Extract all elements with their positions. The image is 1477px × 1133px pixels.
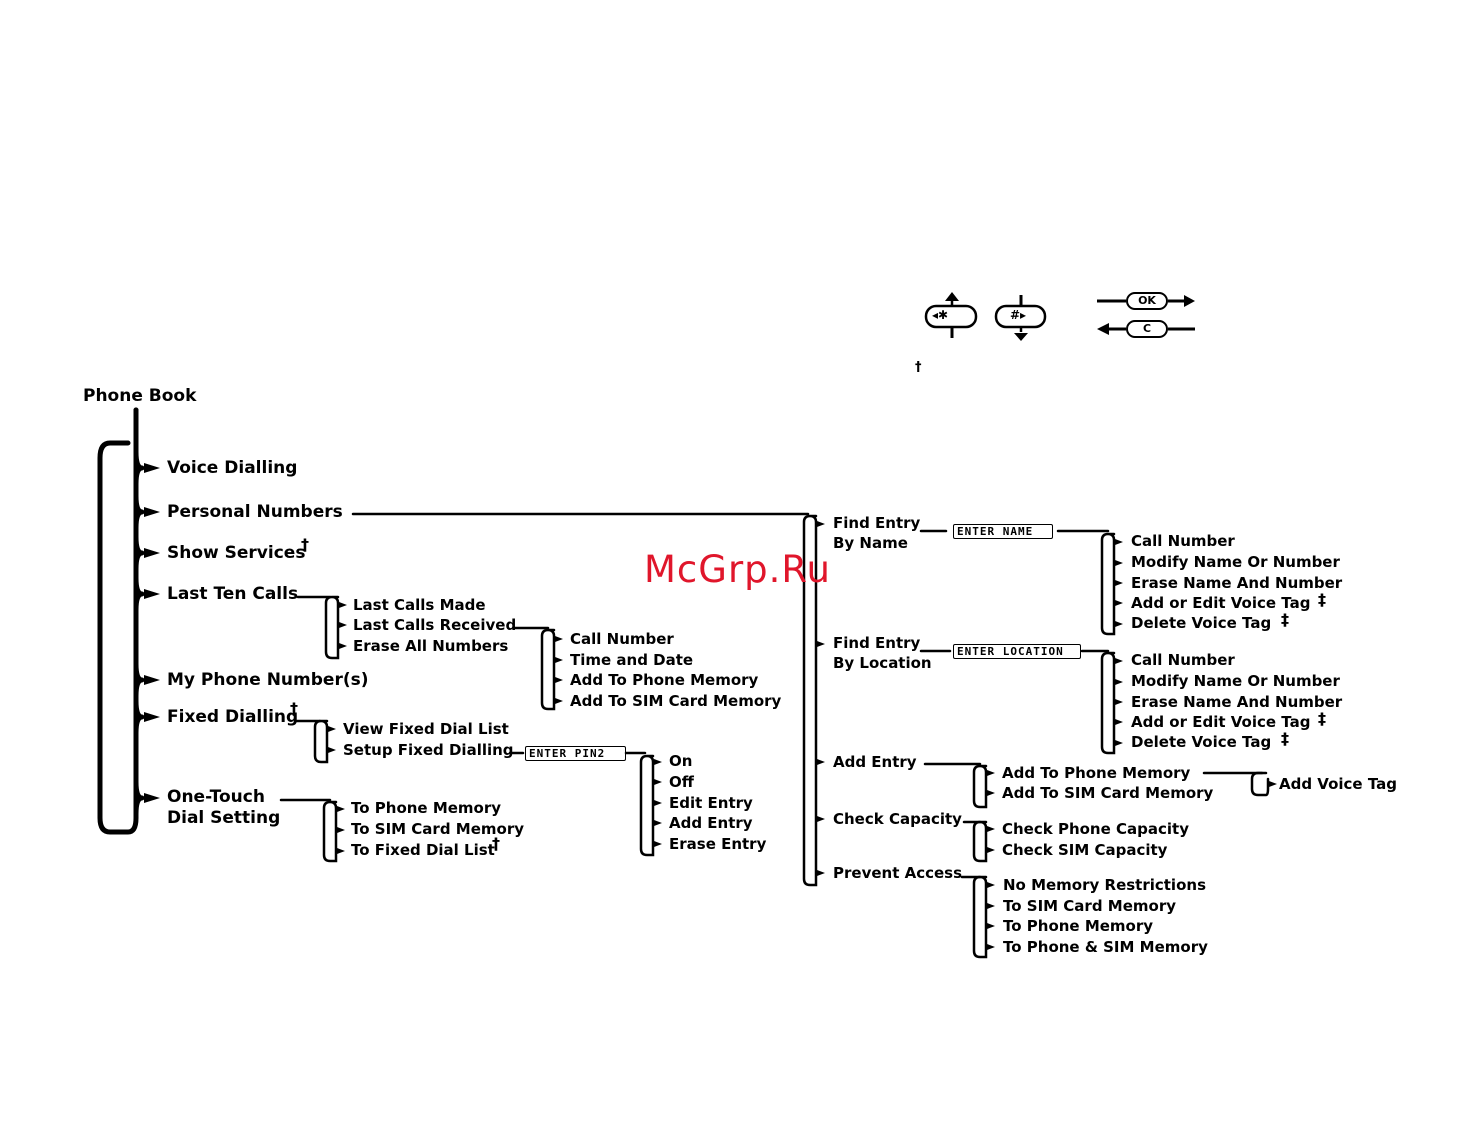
menu-show-services[interactable]: Show Services [167,543,306,563]
hash-key-icon: #▸ [1010,308,1027,322]
star-key-icon: ◂✱ [932,308,949,322]
double-dagger-mark: ‡ [1281,729,1289,748]
option-to-sim-card-memory[interactable]: To SIM Card Memory [1003,897,1176,915]
option-call-number[interactable]: Call Number [1131,651,1235,669]
item-to-sim-card-memory[interactable]: To SIM Card Memory [351,820,524,838]
item-view-fixed-dial-list[interactable]: View Fixed Dial List [343,720,509,738]
c-key-icon: C [1126,320,1168,338]
option-add-to-sim-card-memory[interactable]: Add To SIM Card Memory [1002,784,1214,802]
dagger-mark: † [301,535,309,554]
enter-pin2-box: ENTER PIN2 [525,746,626,761]
watermark-text: McGrp.Ru [644,548,831,591]
ok-key-icon: OK [1126,292,1168,310]
option-on[interactable]: On [669,752,693,770]
menu-last-ten-calls[interactable]: Last Ten Calls [167,584,299,604]
option-add-to-sim-card-memory[interactable]: Add To SIM Card Memory [570,692,782,710]
dagger-mark: † [492,834,500,853]
double-dagger-mark: ‡ [1318,709,1326,728]
option-add-to-phone-memory[interactable]: Add To Phone Memory [1002,764,1191,782]
item-setup-fixed-dialling[interactable]: Setup Fixed Dialling [343,741,514,759]
enter-location-box: ENTER LOCATION [953,644,1081,659]
double-dagger-mark: ‡ [1318,590,1326,609]
legend-dagger-mark: † [915,360,922,375]
dagger-mark: † [290,699,298,718]
option-modify-name-or-number[interactable]: Modify Name Or Number [1131,672,1340,690]
option-erase-name-and-number[interactable]: Erase Name And Number [1131,693,1343,711]
option-no-memory-restrictions[interactable]: No Memory Restrictions [1003,876,1206,894]
option-add-or-edit-voice-tag[interactable]: Add or Edit Voice Tag [1131,713,1311,731]
option-add-or-edit-voice-tag[interactable]: Add or Edit Voice Tag [1131,594,1311,612]
item-find-entry-by-location-line2[interactable]: By Location [833,654,932,672]
item-last-calls-made[interactable]: Last Calls Made [353,596,486,614]
menu-my-phone-numbers[interactable]: My Phone Number(s) [167,670,369,690]
option-call-number[interactable]: Call Number [570,630,674,648]
phone-book-title: Phone Book [83,386,197,406]
item-prevent-access[interactable]: Prevent Access [833,864,963,882]
menu-one-touch-line1[interactable]: One-Touch [167,787,265,807]
option-erase-entry[interactable]: Erase Entry [669,835,767,853]
option-modify-name-or-number[interactable]: Modify Name Or Number [1131,553,1340,571]
option-time-and-date[interactable]: Time and Date [570,651,694,669]
option-add-to-phone-memory[interactable]: Add To Phone Memory [570,671,759,689]
option-erase-name-and-number[interactable]: Erase Name And Number [1131,574,1343,592]
item-add-entry[interactable]: Add Entry [833,753,917,771]
option-delete-voice-tag[interactable]: Delete Voice Tag [1131,733,1272,751]
option-off[interactable]: Off [669,773,694,791]
option-check-phone-capacity[interactable]: Check Phone Capacity [1002,820,1189,838]
menu-voice-dialling[interactable]: Voice Dialling [167,458,298,478]
option-to-phone-memory[interactable]: To Phone Memory [1003,917,1154,935]
item-find-entry-by-name-line2[interactable]: By Name [833,534,908,552]
option-delete-voice-tag[interactable]: Delete Voice Tag [1131,614,1272,632]
item-last-calls-received[interactable]: Last Calls Received [353,616,517,634]
double-dagger-mark: ‡ [1281,610,1289,629]
option-to-phone-and-sim-memory[interactable]: To Phone & SIM Memory [1003,938,1208,956]
option-check-sim-capacity[interactable]: Check SIM Capacity [1002,841,1168,859]
item-to-fixed-dial-list[interactable]: To Fixed Dial List [351,841,495,859]
enter-name-box: ENTER NAME [953,524,1053,539]
option-edit-entry[interactable]: Edit Entry [669,794,753,812]
option-add-voice-tag[interactable]: Add Voice Tag [1279,775,1397,793]
menu-one-touch-line2[interactable]: Dial Setting [167,808,281,828]
item-erase-all-numbers[interactable]: Erase All Numbers [353,637,509,655]
menu-personal-numbers[interactable]: Personal Numbers [167,502,343,522]
option-call-number[interactable]: Call Number [1131,532,1235,550]
menu-fixed-dialling[interactable]: Fixed Dialling [167,707,299,727]
item-to-phone-memory[interactable]: To Phone Memory [351,799,502,817]
option-add-entry[interactable]: Add Entry [669,814,753,832]
item-check-capacity[interactable]: Check Capacity [833,810,962,828]
item-find-entry-by-name-line1[interactable]: Find Entry [833,514,921,532]
item-find-entry-by-location-line1[interactable]: Find Entry [833,634,921,652]
